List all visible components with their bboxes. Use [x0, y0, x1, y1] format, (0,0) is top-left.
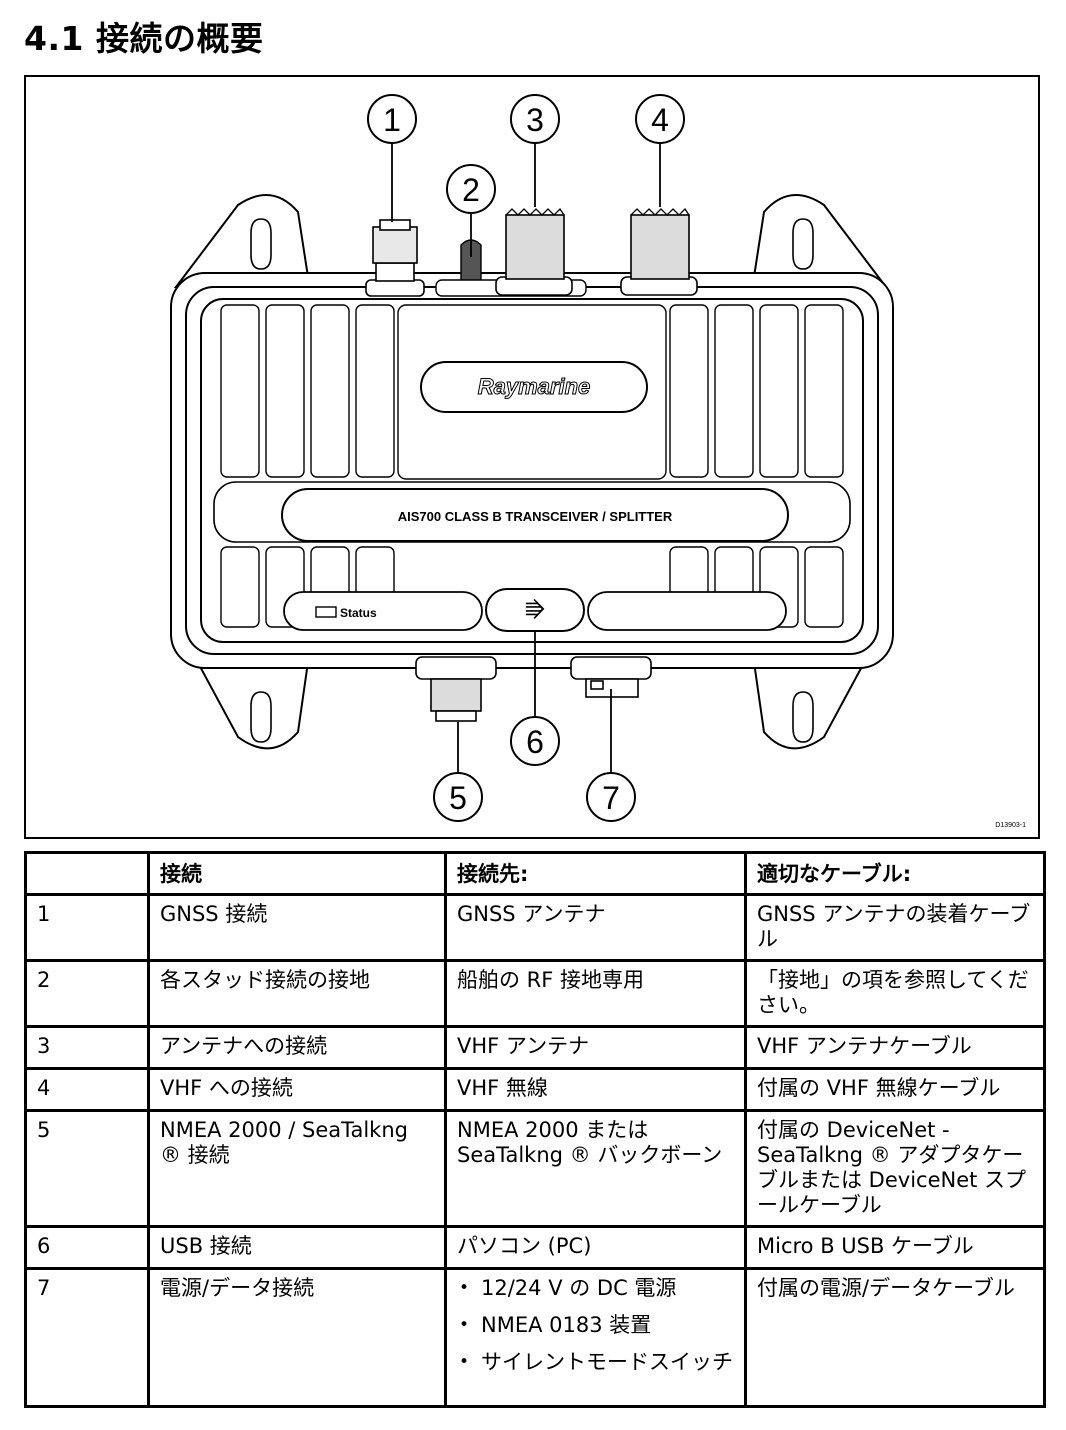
connects-to-cell: NMEA 2000 または SeaTalkng ® バックボーン [444, 1109, 747, 1228]
nmea2000-connector [415, 656, 497, 722]
list-item: サイレントモードスイッチ [457, 1350, 734, 1375]
header-connects-to: 接続先: [444, 851, 747, 896]
connection-cell: 電源/データ接続 [147, 1267, 447, 1408]
power-data-connector [570, 656, 652, 698]
gnss-connector [365, 219, 425, 297]
cable-cell: 付属の DeviceNet - SeaTalkng ® アダプタケーブルまたは … [744, 1109, 1046, 1228]
table-row: 1 GNSS 接続 GNSS アンテナ GNSS アンテナの装着ケーブル [24, 893, 1046, 962]
model-label: AIS700 CLASS B TRANSCEIVER / SPLITTER [398, 509, 673, 524]
row-number: 3 [24, 1025, 150, 1070]
row-number: 4 [24, 1067, 150, 1112]
row-number: 6 [24, 1225, 150, 1270]
cable-cell: VHF アンテナケーブル [744, 1025, 1046, 1070]
header-num [24, 851, 150, 896]
device-illustration: 1 2 3 4 5 6 7 Raymarine AIS700 CLASS B T… [170, 94, 894, 822]
connection-cell: VHF への接続 [147, 1067, 447, 1112]
connection-cell: GNSS 接続 [147, 893, 447, 962]
callout-5: 5 [449, 780, 467, 816]
connection-cell: 各スタッド接続の接地 [147, 959, 447, 1028]
connects-to-cell: 船舶の RF 接地専用 [444, 959, 747, 1028]
header-cable: 適切なケーブル: [744, 851, 1046, 896]
vhf-radio-connector [620, 207, 698, 296]
row-number: 1 [24, 893, 150, 962]
list-item: NMEA 0183 装置 [457, 1313, 734, 1338]
connects-to-cell: VHF アンテナ [444, 1025, 747, 1070]
row-number: 7 [24, 1267, 150, 1408]
row-number: 5 [24, 1109, 150, 1228]
mounting-ear-top-left [173, 194, 310, 289]
callout-7: 7 [602, 780, 620, 816]
cable-cell: 「接地」の項を参照してください。 [744, 959, 1046, 1028]
cable-cell: Micro B USB ケーブル [744, 1225, 1046, 1270]
mounting-ear-top-right [752, 194, 889, 289]
row-number: 2 [24, 959, 150, 1028]
figure-id: D13903-1 [995, 822, 1026, 829]
callout-3: 3 [526, 102, 544, 138]
connection-cell: アンテナへの接続 [147, 1025, 447, 1070]
usb-icon: ⭆ [525, 598, 545, 624]
table-row: 2 各スタッド接続の接地 船舶の RF 接地専用 「接地」の項を参照してください… [24, 959, 1046, 1028]
callout-4: 4 [651, 102, 669, 138]
status-led-label: Status [340, 606, 377, 620]
connection-cell: NMEA 2000 / SeaTalkng ® 接続 [147, 1109, 447, 1228]
callout-2: 2 [462, 172, 480, 208]
table-row: 4 VHF への接続 VHF 無線 付属の VHF 無線ケーブル [24, 1067, 1046, 1112]
cable-cell: GNSS アンテナの装着ケーブル [744, 893, 1046, 962]
table-row: 6 USB 接続 パソコン (PC) Micro B USB ケーブル [24, 1225, 1046, 1270]
table-row: 5 NMEA 2000 / SeaTalkng ® 接続 NMEA 2000 ま… [24, 1109, 1046, 1228]
cable-cell: 付属の VHF 無線ケーブル [744, 1067, 1046, 1112]
callout-1: 1 [383, 102, 401, 138]
cable-cell: 付属の電源/データケーブル [744, 1267, 1046, 1408]
table-row: 7 電源/データ接続 12/24 V の DC 電源 NMEA 0183 装置 … [24, 1267, 1046, 1408]
table-header-row: 接続 接続先: 適切なケーブル: [24, 851, 1046, 896]
connects-to-list: 12/24 V の DC 電源 NMEA 0183 装置 サイレントモードスイッ… [457, 1276, 734, 1375]
header-connection: 接続 [147, 851, 447, 896]
connection-cell: USB 接続 [147, 1225, 447, 1270]
vhf-antenna-connector [495, 207, 573, 296]
list-item: 12/24 V の DC 電源 [457, 1276, 734, 1301]
section-heading: 4.1 接続の概要 [24, 19, 264, 58]
connects-to-cell: VHF 無線 [444, 1067, 747, 1112]
brand-logo: Raymarine [478, 374, 591, 399]
connects-to-cell: 12/24 V の DC 電源 NMEA 0183 装置 サイレントモードスイッ… [444, 1267, 747, 1408]
connection-table: 接続 接続先: 適切なケーブル: 1 GNSS 接続 GNSS アンテナ GNS… [24, 851, 1046, 1408]
connects-to-cell: パソコン (PC) [444, 1225, 747, 1270]
callout-6: 6 [526, 724, 544, 760]
connects-to-cell: GNSS アンテナ [444, 893, 747, 962]
table-row: 3 アンテナへの接続 VHF アンテナ VHF アンテナケーブル [24, 1025, 1046, 1070]
device-diagram: 1 2 3 4 5 6 7 Raymarine AIS700 CLASS B T… [24, 75, 1040, 839]
